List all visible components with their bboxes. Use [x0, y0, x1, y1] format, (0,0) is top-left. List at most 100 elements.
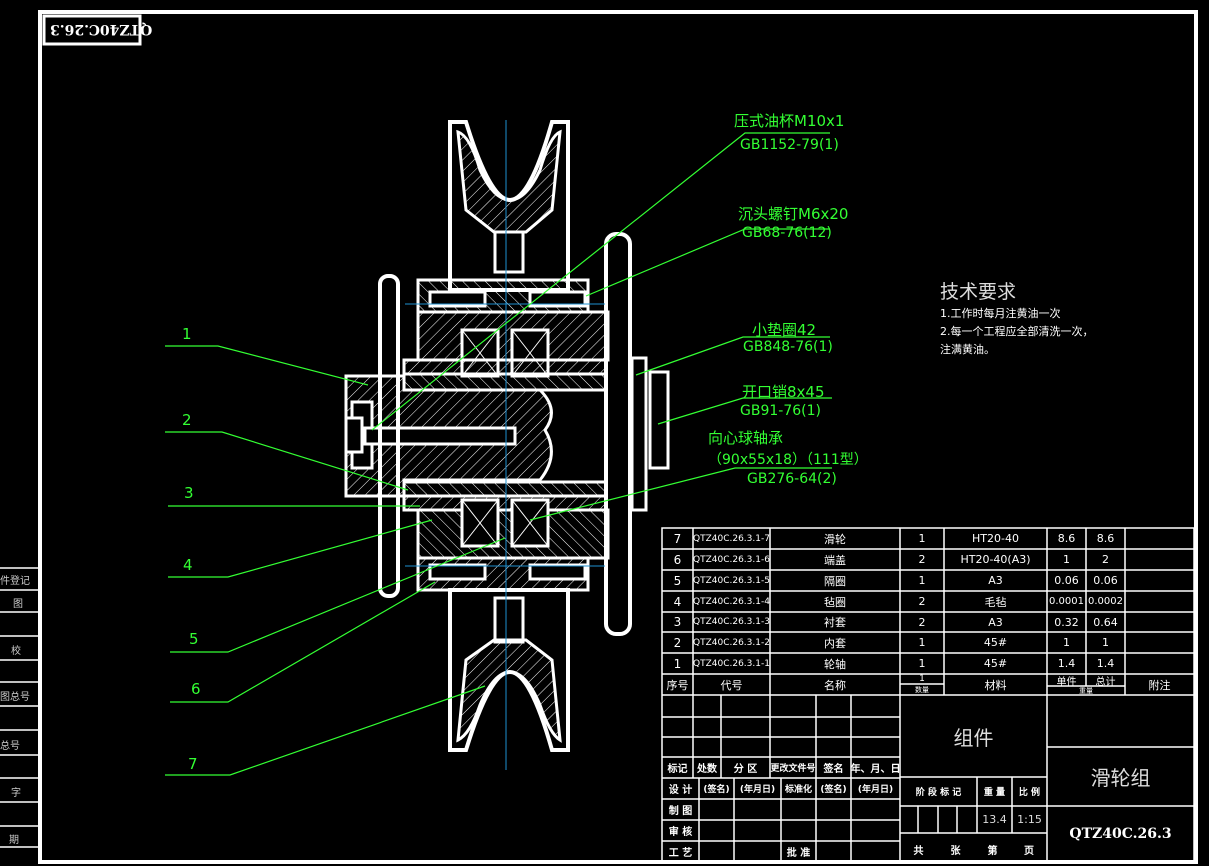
stage-mark-header: 阶 段 标 记	[915, 788, 962, 798]
callout-bearing-std: GB276-64(2)	[747, 471, 837, 487]
callout-split-pin: 开口销8x45	[742, 383, 825, 401]
weight-value: 13.4	[982, 813, 1007, 826]
bom-total-weight: 0.64	[1093, 615, 1118, 629]
bom-name: 衬套	[824, 616, 846, 629]
right-end-plate	[604, 232, 632, 636]
bom-unit-weight: 0.06	[1054, 574, 1079, 587]
callout-washer-std: GB848-76(1)	[743, 339, 833, 355]
rev-doc-no: 更改文件号	[770, 764, 816, 774]
bom-header-qty-sub: 数量	[915, 685, 929, 694]
bom-unit-weight: 1	[1063, 636, 1070, 649]
sign-design-label: 设 计	[668, 785, 693, 796]
tech-req-line-3: 注满黄油。	[940, 343, 995, 356]
bom-no: 2	[673, 635, 682, 650]
callout-bearing: 向心球轴承	[708, 429, 784, 447]
tech-req-line-2: 2.每一个工程应全部清洗一次，	[940, 325, 1094, 338]
callout-washer: 小垫圈42	[752, 321, 817, 339]
rotated-drawing-number: QTZ40C.26.3	[50, 21, 153, 37]
leaders-right	[371, 132, 832, 521]
pulley-upper	[448, 120, 570, 292]
sign-drafting-label: 制 图	[668, 806, 693, 817]
bom-no: 6	[673, 552, 682, 567]
weight-header: 重 量	[983, 788, 1006, 798]
bom-header-unit-weight: 单件	[1056, 676, 1077, 688]
tech-req-title: 技术要求	[940, 281, 1017, 303]
bom-name: 轮轴	[824, 657, 846, 671]
drawing-number: QTZ40C.26.3	[1069, 826, 1172, 842]
bom-total-weight: 0.06	[1093, 574, 1118, 587]
bom-total-weight: 1	[1102, 636, 1109, 649]
callout-number-4: 4	[183, 556, 193, 574]
callout-number-2: 2	[182, 411, 192, 429]
drawing-name: 滑轮组	[1090, 766, 1151, 790]
bom-code: QTZ40C.26.3.1-7	[693, 533, 770, 544]
sign-review-label: 审 核	[668, 827, 693, 838]
bom-material: HT20-40(A3)	[960, 553, 1031, 566]
side-label-registration: 件登记	[0, 576, 30, 587]
bom-header-note: 附注	[1148, 678, 1171, 692]
sign-approve-label: 批 准	[786, 848, 811, 859]
bom-code: QTZ40C.26.3.1-1	[693, 658, 770, 669]
bom-header-total-weight: 总计	[1095, 676, 1116, 688]
hub-upper	[402, 278, 610, 392]
sheet-total-label: 共	[913, 845, 924, 857]
bom-header-weight-sub: 重量	[1079, 686, 1093, 695]
callout-number-7: 7	[188, 755, 198, 773]
bom-name: 内套	[824, 636, 846, 650]
bom-header-name: 名称	[824, 678, 846, 692]
tech-req-line-1: 1.工作时每月注黄油一次	[940, 307, 1061, 320]
bom-name: 滑轮	[824, 532, 846, 546]
split-pin	[648, 370, 670, 470]
bom-total-weight: 8.6	[1096, 532, 1115, 545]
callout-bearing-spec: （90x55x18）（111型）	[708, 452, 868, 468]
callout-number-6: 6	[191, 680, 201, 698]
sign-standardization-date: (年月日)	[857, 785, 894, 795]
bom-qty: 2	[918, 595, 926, 608]
bom-material: A3	[988, 574, 1003, 587]
callout-grease-cup: 压式油杯M10x1	[734, 112, 845, 130]
bom-name: 隔圈	[824, 574, 846, 588]
bom-material: HT20-40	[972, 532, 1019, 545]
scale-value: 1:15	[1017, 813, 1042, 826]
callout-split-pin-std: GB91-76(1)	[740, 403, 821, 419]
side-label-total-number: 总号	[0, 741, 20, 752]
leaders-left	[165, 345, 506, 776]
bom-unit-weight: 1.4	[1057, 657, 1076, 670]
bom-header-no: 序号	[666, 678, 689, 692]
bom-code: QTZ40C.26.3.1-5	[693, 575, 770, 586]
bom-no: 3	[673, 615, 682, 629]
bom-unit-weight: 0.32	[1054, 615, 1079, 629]
bom-header-material: 材料	[984, 678, 1007, 692]
bom-unit-weight: 1	[1063, 553, 1070, 566]
callout-screw-std: GB68-76(12)	[742, 225, 832, 241]
sheet-number-label: 第	[987, 845, 998, 857]
side-label-drawing-total: 图总号	[0, 692, 30, 703]
shaft	[344, 374, 553, 498]
rotated-number-box	[42, 14, 142, 46]
side-label-check: 校	[11, 646, 21, 657]
bom-code: QTZ40C.26.3.1-3	[693, 617, 770, 627]
bom-code: QTZ40C.26.3.1-2	[693, 637, 770, 648]
side-strip	[0, 560, 40, 862]
rev-zone: 分 区	[733, 764, 758, 775]
drawing-frame	[38, 10, 1198, 864]
sign-design-date: (年月日)	[739, 785, 776, 795]
bom-qty: 1	[918, 532, 926, 545]
left-flange	[378, 274, 400, 598]
side-label-drawing: 图	[13, 599, 23, 610]
bom-header-qty: 1	[919, 674, 925, 684]
bom-grid	[661, 527, 1195, 863]
sheet-page-label: 页	[1024, 845, 1034, 857]
callout-number-3: 3	[184, 484, 194, 502]
sign-design-signature: (签名)	[703, 785, 730, 795]
bom-no: 1	[673, 656, 682, 671]
type-label: 组件	[953, 725, 994, 750]
bom-qty: 1	[918, 657, 926, 670]
callout-number-1: 1	[182, 325, 192, 343]
bom-material: A3	[988, 615, 1003, 629]
sign-standardization-label: 标准化	[784, 785, 812, 795]
callout-number-5: 5	[189, 630, 199, 648]
bom-no: 4	[673, 594, 682, 609]
bom-code: QTZ40C.26.3.1-4	[693, 596, 770, 607]
